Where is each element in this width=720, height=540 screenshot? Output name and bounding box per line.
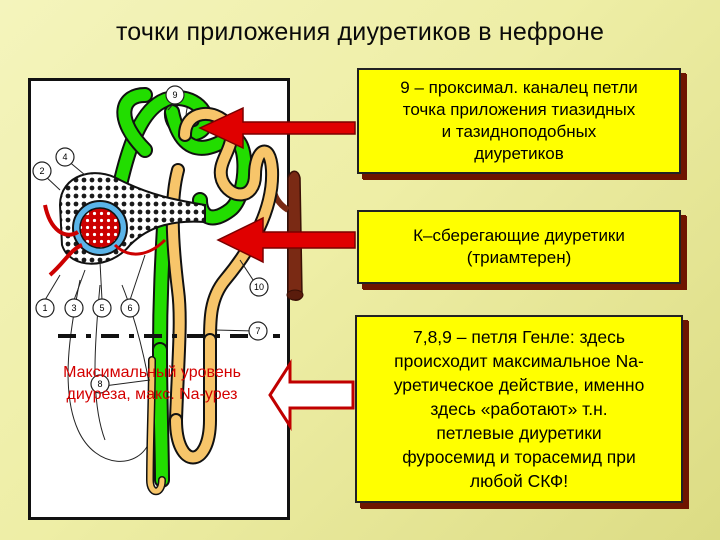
loop-of-henle-note: 7,8,9 – петля Генле: здесь происходит ма… (355, 315, 683, 503)
label-3: 3 (65, 299, 83, 317)
label-9: 9 (166, 86, 184, 104)
potassium-sparing-note: К–сберегающие диуретики (триамтерен) (357, 210, 681, 284)
svg-text:4: 4 (62, 152, 67, 162)
proximal-tubule-note: 9 – проксимал. каналец петли точка прило… (357, 68, 681, 174)
label-2: 2 (33, 162, 51, 180)
svg-text:7: 7 (255, 326, 260, 336)
svg-text:6: 6 (127, 303, 132, 313)
loop-of-henle-text: 7,8,9 – петля Генле: здесь происходит ма… (394, 325, 645, 493)
label-6: 6 (121, 299, 139, 317)
svg-text:9: 9 (172, 90, 177, 100)
svg-text:3: 3 (71, 303, 76, 313)
label-7: 7 (249, 322, 267, 340)
label-1: 1 (36, 299, 54, 317)
arrow-to-loop (270, 364, 353, 426)
max-diuresis-label: Максимальный уровень диуреза, макс. Na-у… (32, 362, 272, 406)
label-4: 4 (56, 148, 74, 166)
svg-text:10: 10 (254, 282, 264, 292)
label-5: 5 (93, 299, 111, 317)
potassium-sparing-text: К–сберегающие диуретики (триамтерен) (413, 225, 625, 269)
label-10: 10 (250, 278, 268, 296)
svg-text:5: 5 (99, 303, 104, 313)
svg-text:1: 1 (42, 303, 47, 313)
proximal-tubule-text: 9 – проксимал. каналец петли точка прило… (400, 77, 637, 165)
svg-text:2: 2 (39, 166, 44, 176)
